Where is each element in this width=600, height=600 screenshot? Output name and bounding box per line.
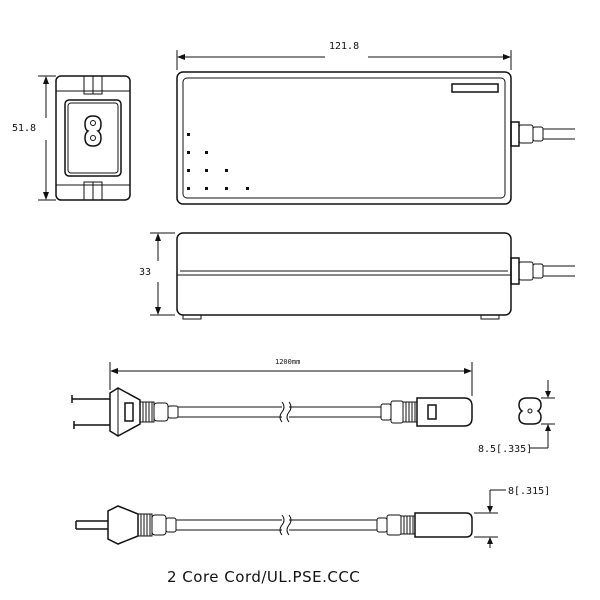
c7-connector-end-icon	[518, 397, 542, 425]
adapter-top-view	[176, 71, 575, 205]
adapter-end-view	[55, 75, 131, 201]
power-cord-top-view	[71, 387, 473, 437]
adapter-height-label: 33	[139, 267, 151, 278]
led-indicator-dots	[187, 133, 249, 190]
adapter-length-label: 121.8	[329, 41, 359, 52]
connector-width-dimension: 8.5[.335]	[478, 380, 555, 455]
cable-strain-relief-top	[510, 121, 575, 147]
width-dimension: 51.8	[12, 75, 56, 201]
cable-strain-relief-side	[510, 257, 575, 285]
plug-height-label: 8[.315]	[508, 486, 550, 497]
plug-height-dimension: 8[.315]	[474, 486, 550, 548]
length-dimension: 121.8	[176, 41, 512, 70]
cord-spec-caption: 2 Core Cord/UL.PSE.CCC	[167, 568, 360, 586]
height-dimension: 33	[139, 232, 175, 316]
adapter-side-view	[176, 232, 575, 320]
connector-width-label: 8.5[.335]	[478, 444, 532, 455]
power-cord-side-view	[75, 505, 473, 545]
cord-length-dimension: 1200mm	[109, 358, 473, 396]
c8-inlet-icon	[84, 115, 102, 147]
adapter-width-label: 51.8	[12, 123, 36, 134]
cord-length-label: 1200mm	[275, 358, 300, 366]
